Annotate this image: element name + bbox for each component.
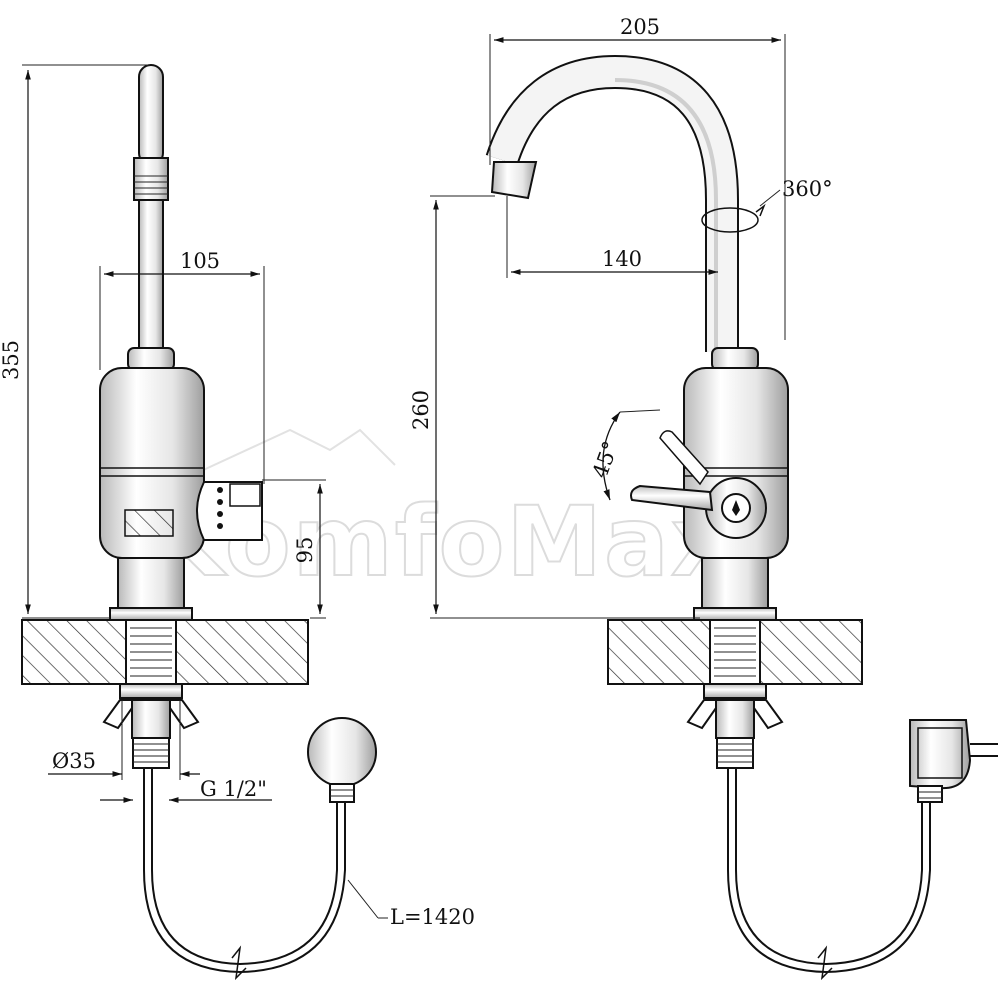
indicator-lights bbox=[217, 487, 223, 529]
angle-label: 45° bbox=[588, 438, 623, 481]
side-view: 360° 45° bbox=[409, 15, 998, 981]
dim-140-label: 140 bbox=[602, 247, 642, 271]
dim-overall-height: 355 bbox=[0, 64, 150, 619]
aerator-thread bbox=[134, 175, 168, 195]
fixing-washer bbox=[119, 683, 183, 699]
dim-205-label: 205 bbox=[620, 15, 660, 39]
dim-body-height: 95 bbox=[262, 479, 326, 619]
rotation-label: 360° bbox=[782, 177, 833, 201]
dim-spout-height: 260 bbox=[409, 195, 700, 619]
lever-closed bbox=[630, 484, 714, 512]
dim-cable-length: L=1420 bbox=[347, 879, 475, 929]
dim-spout-reach: 205 bbox=[489, 15, 786, 340]
dim-body-width: 105 bbox=[99, 249, 265, 484]
dim-355-label: 355 bbox=[0, 340, 23, 380]
dim-260-label: 260 bbox=[409, 390, 433, 430]
power-cable-side bbox=[727, 768, 931, 974]
dim-cable-label: L=1420 bbox=[390, 905, 475, 929]
lever-open bbox=[659, 430, 709, 486]
spout-collar-side bbox=[711, 347, 759, 371]
dim-95-label: 95 bbox=[293, 537, 317, 564]
dim-105-label: 105 bbox=[180, 249, 220, 273]
rotation-ellipse bbox=[701, 207, 759, 233]
aerator bbox=[133, 157, 169, 201]
cable-break-mark bbox=[231, 945, 247, 981]
power-cable bbox=[143, 768, 346, 974]
spout-nozzle bbox=[490, 161, 538, 200]
dim-shank-diameter: Ø35 bbox=[48, 700, 200, 780]
threaded-stud bbox=[132, 737, 170, 769]
shank-thread bbox=[130, 627, 172, 677]
spout-tube bbox=[138, 64, 164, 166]
round-plug bbox=[307, 717, 377, 787]
base-neck bbox=[117, 557, 185, 611]
front-view: 355 105 95 Ø35 G 1/2" bbox=[0, 64, 475, 981]
base-neck-side bbox=[701, 557, 769, 611]
dim-thread-label: G 1/2" bbox=[200, 777, 267, 801]
dim-spout-offset: 140 bbox=[506, 196, 718, 278]
dim-thread: G 1/2" bbox=[100, 777, 272, 803]
spout-collar bbox=[127, 347, 175, 371]
angle-arc bbox=[602, 411, 621, 501]
dim-diameter-label: Ø35 bbox=[52, 749, 96, 773]
spout-stem bbox=[138, 199, 164, 351]
watermark-house-icon bbox=[159, 428, 396, 491]
display-window bbox=[124, 509, 174, 537]
base-flange bbox=[109, 607, 193, 621]
